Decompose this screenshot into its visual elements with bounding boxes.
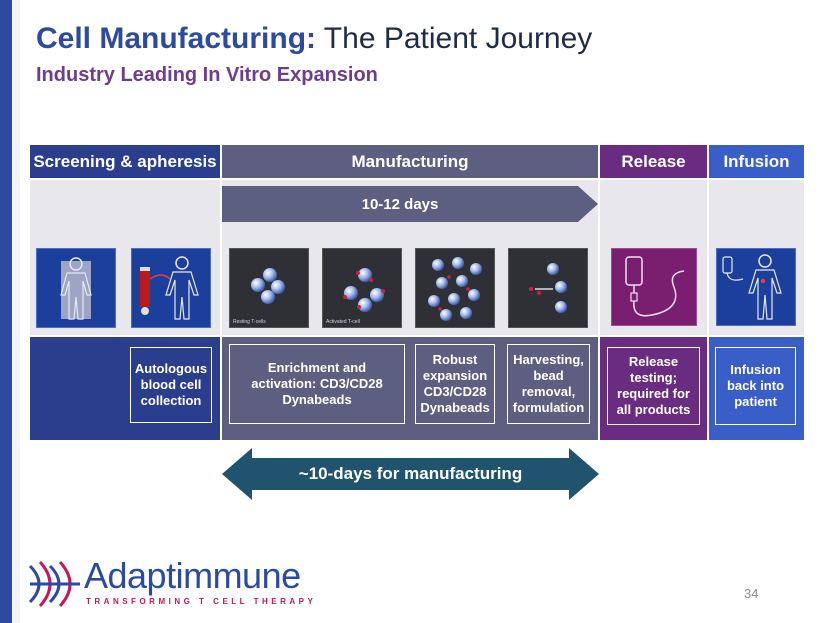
expanded-t-cells-icon xyxy=(428,257,482,321)
harvested-t-cells-image xyxy=(508,248,588,328)
days-arrow-shape xyxy=(222,186,598,222)
activated-t-cell-caption: Activated T-cell xyxy=(326,319,360,325)
days-arrow-label: 10-12 days xyxy=(361,195,439,213)
left-accent-strip xyxy=(12,0,20,623)
title-strong: Cell Manufacturing: xyxy=(36,22,317,55)
t-cells-icon xyxy=(251,268,285,304)
left-accent-bar xyxy=(0,0,12,623)
activated-t-cells-icon xyxy=(343,268,385,312)
bottom-strip-release xyxy=(600,433,707,440)
stage-header-screening: Screening & apheresis xyxy=(30,145,220,178)
harvested-t-cells-icon xyxy=(529,263,567,313)
resting-t-cells-caption: Resting T-cells xyxy=(233,319,266,325)
bottom-strip-screening xyxy=(30,433,220,440)
step-enrichment: Enrichment and activation: CD3/CD28 Dyna… xyxy=(229,344,405,424)
infusion-body-icon xyxy=(722,254,782,320)
step-collection: Autologous blood cell collection xyxy=(130,347,212,423)
logo-name: Adaptimmune xyxy=(84,555,301,596)
manufacturing-double-arrow xyxy=(222,448,599,500)
step-harvesting: Harvesting, bead removal, formulation xyxy=(507,344,590,424)
page-number: 34 xyxy=(744,586,759,601)
bottom-strip-manufacturing xyxy=(222,433,598,440)
stage-header-infusion: Infusion xyxy=(709,145,804,178)
stage-header-manufacturing: Manufacturing xyxy=(222,145,598,178)
stage-header-release: Release xyxy=(600,145,707,178)
step-release-testing: Release testing; required for all produc… xyxy=(607,347,700,425)
manufacturing-arrow-label: ~10-days for manufacturing xyxy=(298,464,523,483)
blood-collection-image xyxy=(131,248,211,328)
body-outline-icon xyxy=(60,257,92,320)
expanded-t-cells-image xyxy=(415,248,495,328)
iv-bag-image xyxy=(611,248,697,326)
step-expansion: Robust expansion CD3/CD28 Dynabeads xyxy=(415,344,495,424)
adaptimmune-logo-icon xyxy=(28,560,80,608)
body-outline-image xyxy=(36,248,116,328)
infusion-body-image xyxy=(716,248,796,326)
activated-t-cell-image: Activated T-cell xyxy=(322,248,402,328)
lower-block-manufacturing xyxy=(222,337,598,433)
resting-t-cells-image: Resting T-cells xyxy=(229,248,309,328)
bottom-strip-infusion xyxy=(709,433,804,440)
page-subtitle: Industry Leading In Vitro Expansion xyxy=(36,64,378,86)
lower-block-release xyxy=(600,337,707,433)
logo-tagline: TRANSFORMING T CELL THERAPY xyxy=(86,597,317,606)
page-title: Cell Manufacturing: The Patient Journey xyxy=(36,22,592,56)
iv-bag-icon xyxy=(625,256,685,317)
blood-collection-icon xyxy=(140,256,199,320)
lower-block-infusion xyxy=(709,337,804,433)
step-infusion: Infusion back into patient xyxy=(715,347,796,425)
lower-block-screening xyxy=(30,337,220,433)
title-rest: The Patient Journey xyxy=(316,22,593,55)
